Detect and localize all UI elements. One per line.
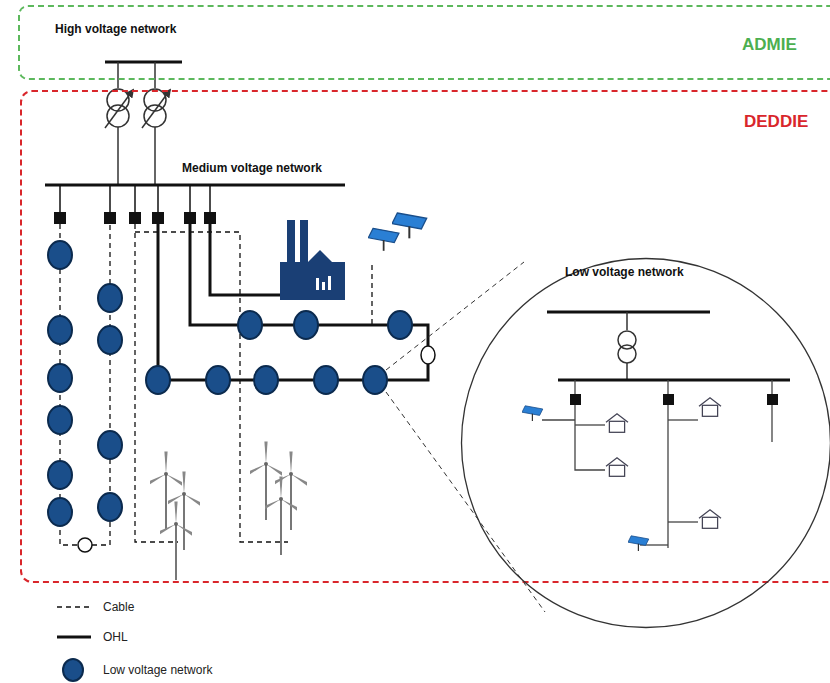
zoom-title: Low voltage network <box>565 265 684 279</box>
operator-region: DEDDIE Low voltage network <box>20 90 830 583</box>
legend-item: Low voltage network <box>55 658 315 682</box>
legend-text: Cable <box>103 595 315 619</box>
region-label: ADMIE <box>742 35 797 55</box>
bus-label: High voltage network <box>55 22 176 36</box>
operator-region: ADMIE <box>18 5 830 80</box>
legend-sample <box>55 595 95 619</box>
region-label: DEDDIE <box>744 112 808 132</box>
legend-item: Cable <box>55 595 315 619</box>
zoom-circle: Low voltage network <box>460 257 830 629</box>
bus-label: Medium voltage network <box>182 161 322 175</box>
legend-item: OHL <box>55 625 315 649</box>
legend-text: Low voltage network <box>103 658 315 682</box>
circle-outline <box>460 257 830 629</box>
legend-sample <box>55 625 95 649</box>
legend-sample <box>55 658 95 682</box>
legend-text: OHL <box>103 625 315 649</box>
